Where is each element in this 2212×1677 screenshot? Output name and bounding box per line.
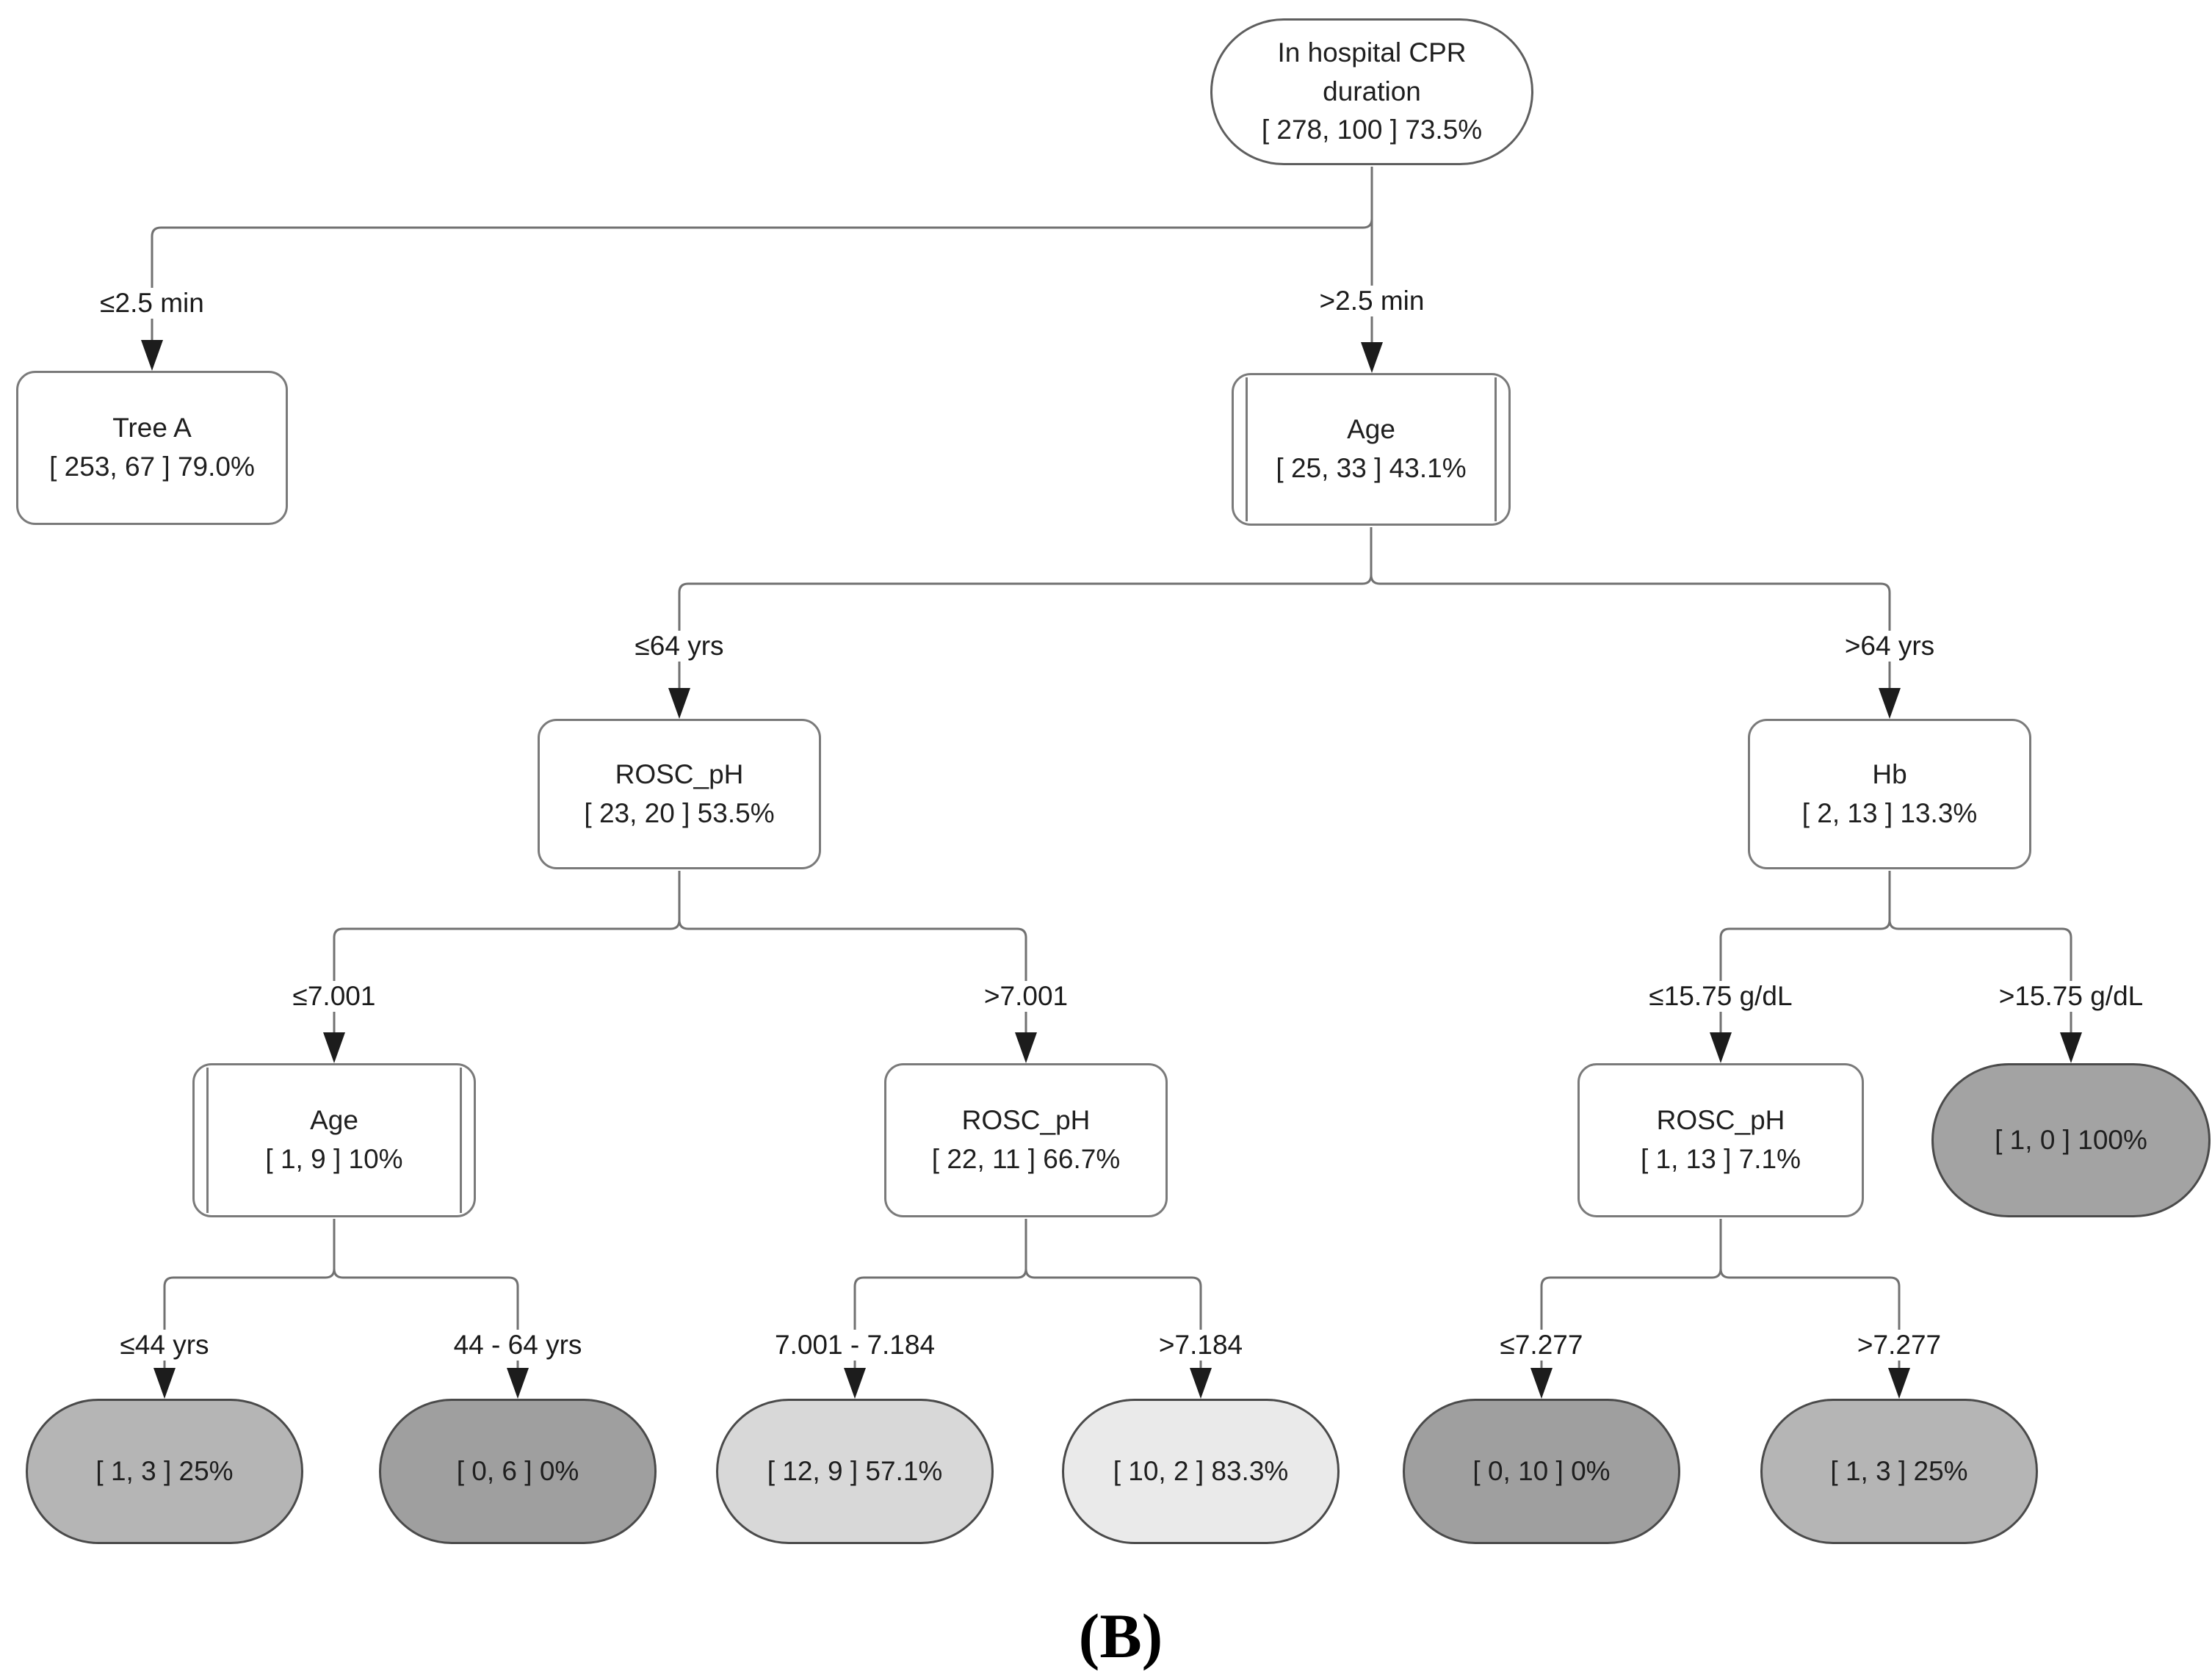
leaf-node-57pct: [ 12, 9 ] 57.1% [716, 1399, 994, 1544]
edge-label-le-7-001: ≤7.001 [286, 981, 382, 1012]
node-age-1-stats: [ 25, 33 ] 43.1% [1276, 453, 1467, 483]
leaf-node-25pct-left: [ 1, 3 ] 25% [26, 1399, 303, 1544]
edge-label-gt-7-184: >7.184 [1152, 1330, 1249, 1361]
leaf-node-0pct-right: [ 0, 10 ] 0% [1403, 1399, 1680, 1544]
arrowhead-leaf-0-right [1530, 1368, 1553, 1399]
leaf-node-0pct-left-stats: [ 0, 6 ] 0% [456, 1455, 579, 1486]
edge-label-le-15-75: ≤15.75 g/dL [1643, 981, 1799, 1012]
node-age-2: Age [ 1, 9 ] 10% [192, 1063, 476, 1217]
arrowhead-leaf-100 [2060, 1032, 2082, 1063]
node-rosc-ph-1-title: ROSC_pH [615, 758, 744, 789]
arrowhead-hb [1879, 688, 1901, 719]
node-age-1-title: Age [1347, 414, 1395, 445]
edge-label-44-64-yrs: 44 - 64 yrs [447, 1330, 588, 1361]
edge-hb-to-leaf-100 [1888, 871, 2072, 1034]
edge-age-2-to-leaf-0-left [333, 1219, 519, 1369]
node-root-line2: duration [1323, 76, 1421, 106]
edge-rosc-ph-2-to-leaf-83 [1024, 1219, 1202, 1369]
leaf-node-25pct-left-stats: [ 1, 3 ] 25% [95, 1455, 234, 1486]
figure-caption: (B) [1078, 1601, 1163, 1671]
node-tree-a-stats: [ 253, 67 ] 79.0% [49, 452, 255, 482]
edge-age-1-to-hb [1370, 527, 1891, 689]
edge-label-le-44-yrs: ≤44 yrs [114, 1330, 215, 1361]
leaf-node-25pct-right: [ 1, 3 ] 25% [1760, 1399, 2038, 1544]
arrowhead-leaf-83 [1190, 1368, 1212, 1399]
node-rosc-ph-3-stats: [ 1, 13 ] 7.1% [1640, 1144, 1801, 1174]
leaf-node-0pct-right-stats: [ 0, 10 ] 0% [1472, 1455, 1611, 1486]
arrowhead-rosc-ph-3 [1710, 1032, 1732, 1063]
arrowhead-age-2 [323, 1032, 345, 1063]
leaf-node-0pct-left: [ 0, 6 ] 0% [379, 1399, 657, 1544]
leaf-node-83pct: [ 10, 2 ] 83.3% [1062, 1399, 1340, 1544]
arrowhead-leaf-57 [844, 1368, 866, 1399]
leaf-node-25pct-right-stats: [ 1, 3 ] 25% [1830, 1455, 1968, 1486]
edge-label-gt-64-yrs: >64 yrs [1838, 631, 1941, 662]
edge-label-le-64-yrs: ≤64 yrs [629, 631, 730, 662]
node-hb-stats: [ 2, 13 ] 13.3% [1801, 797, 1978, 828]
node-rosc-ph-2: ROSC_pH [ 22, 11 ] 66.7% [884, 1063, 1168, 1217]
edge-label-7-001-7-184: 7.001 - 7.184 [768, 1330, 941, 1361]
node-rosc-ph-1-stats: [ 23, 20 ] 53.5% [584, 797, 775, 828]
edge-label-gt-2-5-min: >2.5 min [1313, 286, 1431, 316]
arrowhead-leaf-0-left [507, 1368, 529, 1399]
leaf-node-100pct: [ 1, 0 ] 100% [1931, 1063, 2211, 1217]
node-rosc-ph-2-stats: [ 22, 11 ] 66.7% [931, 1144, 1121, 1174]
node-root: In hospital CPR duration [ 278, 100 ] 73… [1210, 18, 1533, 165]
node-hb-title: Hb [1872, 758, 1907, 789]
node-rosc-ph-3-title: ROSC_pH [1656, 1105, 1785, 1136]
edge-label-le-7-277: ≤7.277 [1494, 1330, 1589, 1361]
node-root-line1: In hospital CPR [1277, 37, 1467, 68]
node-rosc-ph-3: ROSC_pH [ 1, 13 ] 7.1% [1577, 1063, 1864, 1217]
edge-rosc-ph-1-to-rosc-ph-2 [678, 871, 1027, 1034]
node-rosc-ph-2-title: ROSC_pH [961, 1105, 1091, 1136]
edge-label-gt-15-75: >15.75 g/dL [1992, 981, 2150, 1012]
edge-rosc-ph-1-to-age-2 [333, 871, 681, 1034]
arrowhead-age-1 [1361, 342, 1383, 373]
edge-rosc-ph-3-to-leaf-25-right [1719, 1219, 1901, 1369]
edge-label-le-2-5-min: ≤2.5 min [94, 288, 210, 319]
node-root-stats: [ 278, 100 ] 73.5% [1261, 115, 1483, 145]
node-age-1: Age [ 25, 33 ] 43.1% [1232, 373, 1511, 526]
node-tree-a: Tree A [ 253, 67 ] 79.0% [16, 371, 288, 525]
arrowhead-leaf-25-right [1888, 1368, 1910, 1399]
edge-age-1-to-rosc-ph-1 [678, 527, 1373, 689]
node-age-2-stats: [ 1, 9 ] 10% [265, 1144, 403, 1174]
node-age-2-title: Age [310, 1105, 358, 1136]
arrowhead-rosc-ph-2 [1015, 1032, 1037, 1063]
arrowhead-rosc-ph-1 [668, 688, 690, 719]
edge-label-gt-7-277: >7.277 [1851, 1330, 1948, 1361]
node-tree-a-title: Tree A [112, 413, 192, 443]
node-hb: Hb [ 2, 13 ] 13.3% [1748, 719, 2031, 869]
leaf-node-83pct-stats: [ 10, 2 ] 83.3% [1113, 1455, 1289, 1486]
leaf-node-100pct-stats: [ 1, 0 ] 100% [1995, 1124, 2147, 1155]
edge-label-gt-7-001: >7.001 [977, 981, 1074, 1012]
leaf-node-57pct-stats: [ 12, 9 ] 57.1% [767, 1455, 943, 1486]
arrowhead-tree-a [141, 340, 163, 371]
arrowhead-leaf-25-left [153, 1368, 176, 1399]
node-rosc-ph-1: ROSC_pH [ 23, 20 ] 53.5% [538, 719, 821, 869]
edge-root-to-tree-a [151, 167, 1373, 341]
